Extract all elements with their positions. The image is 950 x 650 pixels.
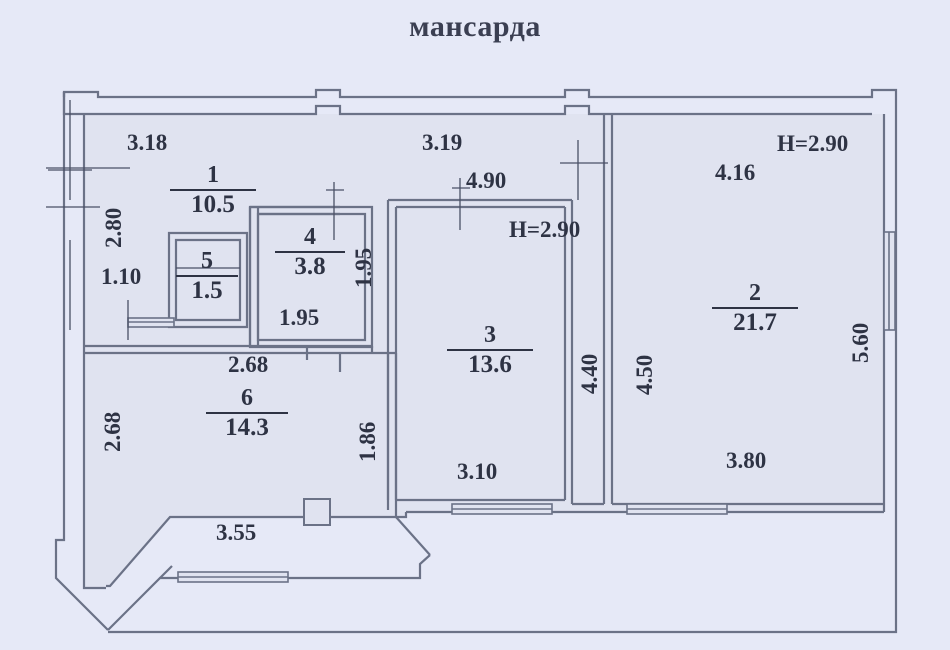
partition-room5-outer <box>167 231 249 329</box>
outer-wall-left <box>54 92 109 631</box>
room-5-number: 5 <box>201 248 213 274</box>
room-6-number: 6 <box>241 385 253 411</box>
dim-hall-left: 2.68 <box>100 411 125 452</box>
window-left-small <box>127 317 175 328</box>
dim-room3-bottom: 3.10 <box>457 459 498 484</box>
outer-wall-bay-link <box>159 565 173 579</box>
dim-room2-bottom: 3.80 <box>726 448 767 473</box>
room-2-tag: 2 21.7 <box>712 281 798 336</box>
dim-hall-right: 1.86 <box>355 421 380 462</box>
window-room6-bay <box>177 571 289 583</box>
room-5-tag: 5 1.5 <box>176 249 238 304</box>
interior-fill-layer <box>84 114 884 588</box>
inner-wall-left <box>82 114 106 590</box>
room-3-area: 13.6 <box>447 348 533 378</box>
outer-wall-bay-link2 <box>395 516 431 556</box>
window-room2-right <box>883 231 896 331</box>
fixture-square-room6 <box>303 498 331 526</box>
dim-top-room1: 3.18 <box>127 130 168 155</box>
room-2-number: 2 <box>749 280 761 306</box>
dim-hall-top: 2.68 <box>228 352 269 377</box>
outer-wall-top <box>62 88 898 106</box>
dim-room4-h: 1.95 <box>279 305 320 330</box>
dim-top-center: 3.19 <box>422 130 463 155</box>
dim-room2-v-right: 5.60 <box>848 322 873 363</box>
room6-interior-fill <box>88 360 396 586</box>
dim-room3-v: 4.40 <box>577 353 602 394</box>
dim-hall-bottom: 3.55 <box>216 520 257 545</box>
room-2-area: 21.7 <box>712 306 798 336</box>
room-1-area: 10.5 <box>170 188 256 218</box>
inner-wall-top <box>84 104 872 116</box>
dim-top-right: 4.16 <box>715 160 756 185</box>
height-label-right: H=2.90 <box>777 131 849 156</box>
height-label-center: H=2.90 <box>509 217 581 242</box>
room-5-area: 1.5 <box>176 274 238 304</box>
room-4-area: 3.8 <box>275 250 345 280</box>
outer-wall-bottom-left-bay <box>106 512 408 588</box>
room-6-area: 14.3 <box>206 411 288 441</box>
outer-wall-right <box>108 106 898 634</box>
outer-wall-bottom-outer-bay <box>107 554 431 631</box>
window-layer <box>127 231 896 583</box>
dimension-line-layer <box>46 100 608 340</box>
dim-left-door: 1.10 <box>101 264 142 289</box>
page-title: мансарда <box>409 10 541 43</box>
room-3-tag: 3 13.6 <box>447 323 533 378</box>
room-1-tag: 1 10.5 <box>170 163 256 218</box>
room-6-tag: 6 14.3 <box>206 386 288 441</box>
dim-left-outer: 2.80 <box>101 207 126 248</box>
room-4-tag: 4 3.8 <box>275 225 345 280</box>
room-3-number: 3 <box>484 322 496 348</box>
dim-room4-v: 1.95 <box>351 247 376 288</box>
dim-center-width: 4.90 <box>466 168 507 193</box>
room-4-number: 4 <box>304 224 316 250</box>
room-1-number: 1 <box>207 162 219 188</box>
dim-room2-v-left: 4.50 <box>632 354 657 395</box>
partition-room4 <box>256 212 367 342</box>
window-room3-bottom <box>451 503 553 515</box>
window-room2-bottom <box>626 503 728 515</box>
partition-room5 <box>174 238 242 322</box>
wall-notch-top-left <box>62 92 84 116</box>
